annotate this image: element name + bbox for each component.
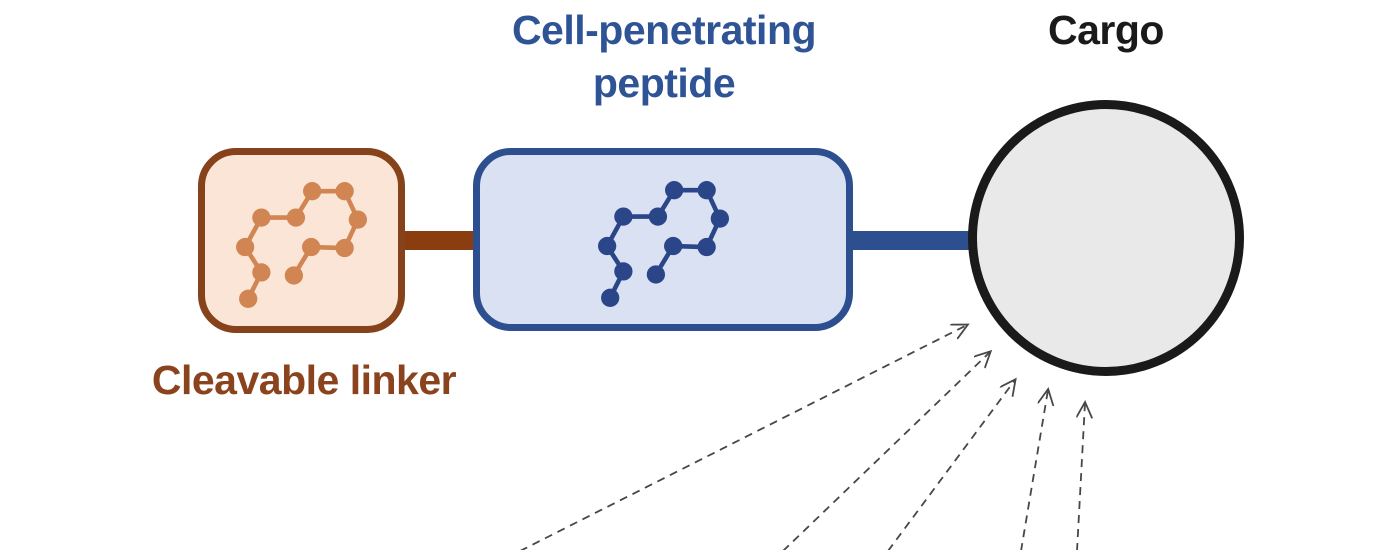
molecule-icon bbox=[598, 181, 729, 307]
cleavable-linker-box bbox=[198, 148, 405, 333]
connector-cpp-to-cargo bbox=[848, 231, 972, 250]
dashed-uptake-arrow bbox=[1020, 390, 1048, 550]
cargo-circle bbox=[968, 100, 1244, 376]
cargo-label: Cargo bbox=[1048, 7, 1164, 53]
dashed-arrow-group bbox=[519, 325, 1085, 550]
dashed-uptake-arrow bbox=[887, 380, 1015, 550]
dashed-uptake-arrow bbox=[782, 352, 990, 550]
connector-linker-to-cpp bbox=[401, 231, 477, 250]
cleavable-linker-label: Cleavable linker bbox=[151, 357, 457, 403]
dashed-uptake-arrow bbox=[519, 325, 967, 550]
molecule-icon bbox=[236, 182, 367, 308]
dashed-uptake-arrow bbox=[1076, 403, 1085, 550]
cpp-label: Cell-penetrating peptide bbox=[511, 7, 817, 106]
cell-penetrating-peptide-box bbox=[473, 148, 853, 331]
